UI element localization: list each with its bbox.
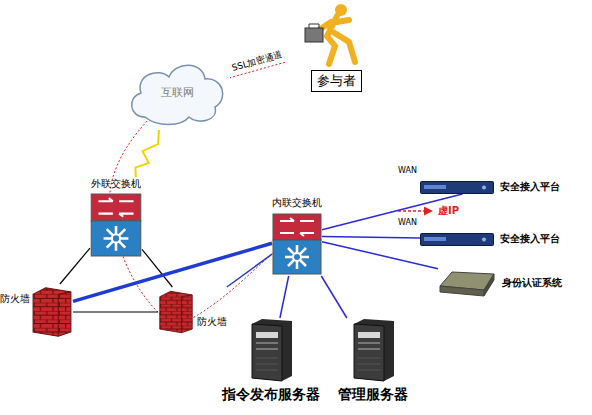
server-label: 管理服务器	[338, 386, 408, 404]
server-label: 指令发布服务器	[222, 386, 320, 404]
participant-label: 参与者	[311, 70, 362, 92]
lightning-link	[135, 130, 159, 177]
node-dev: 安全接入平台	[420, 232, 560, 246]
switch-label: 内联交换机	[272, 196, 322, 210]
cloud-label: 互联网	[125, 85, 230, 100]
access-platform-device	[420, 181, 494, 194]
text-label: 虚IP	[437, 204, 460, 218]
node-switch: 外联交换机	[90, 177, 142, 257]
node-auth: 身份认证系统	[438, 268, 562, 298]
node-server: 指令发布服务器	[222, 318, 320, 404]
connector	[322, 236, 420, 238]
node-cloud: 互联网	[125, 55, 230, 130]
node-server: 管理服务器	[338, 318, 408, 404]
access-platform-device	[420, 233, 494, 246]
connector	[280, 276, 289, 318]
switch-icon	[90, 193, 142, 257]
node-switch: 内联交换机	[272, 196, 322, 276]
switch-label: 外联交换机	[90, 177, 142, 191]
connector	[227, 254, 272, 287]
connector	[60, 248, 90, 284]
firewall-label: 防火墙	[197, 315, 227, 329]
node-person: 参与者	[285, 0, 390, 95]
text-label: WAN	[397, 166, 418, 175]
device-label: 安全接入平台	[500, 232, 560, 246]
auth-device	[438, 268, 496, 298]
node-fwR: 防火墙	[158, 287, 227, 337]
node-dev: 安全接入平台	[420, 180, 560, 194]
server-icon	[248, 318, 294, 382]
device-label: 身份认证系统	[502, 276, 562, 290]
person-figure	[297, 2, 367, 74]
connector	[73, 311, 158, 312]
node-fwL: 防火墙	[0, 284, 73, 340]
virtual-ip-arrow	[398, 210, 432, 212]
switch-icon	[272, 212, 322, 276]
server-icon	[350, 318, 396, 382]
connector	[322, 194, 462, 230]
firewall-icon	[31, 284, 73, 340]
device-label: 安全接入平台	[500, 180, 560, 194]
connector	[321, 276, 347, 318]
firewall-icon	[158, 287, 194, 337]
firewall-label: 防火墙	[0, 292, 30, 306]
edge-label: SSL加密通道	[230, 47, 286, 74]
text-label: WAN	[397, 218, 418, 227]
connector	[322, 242, 438, 269]
